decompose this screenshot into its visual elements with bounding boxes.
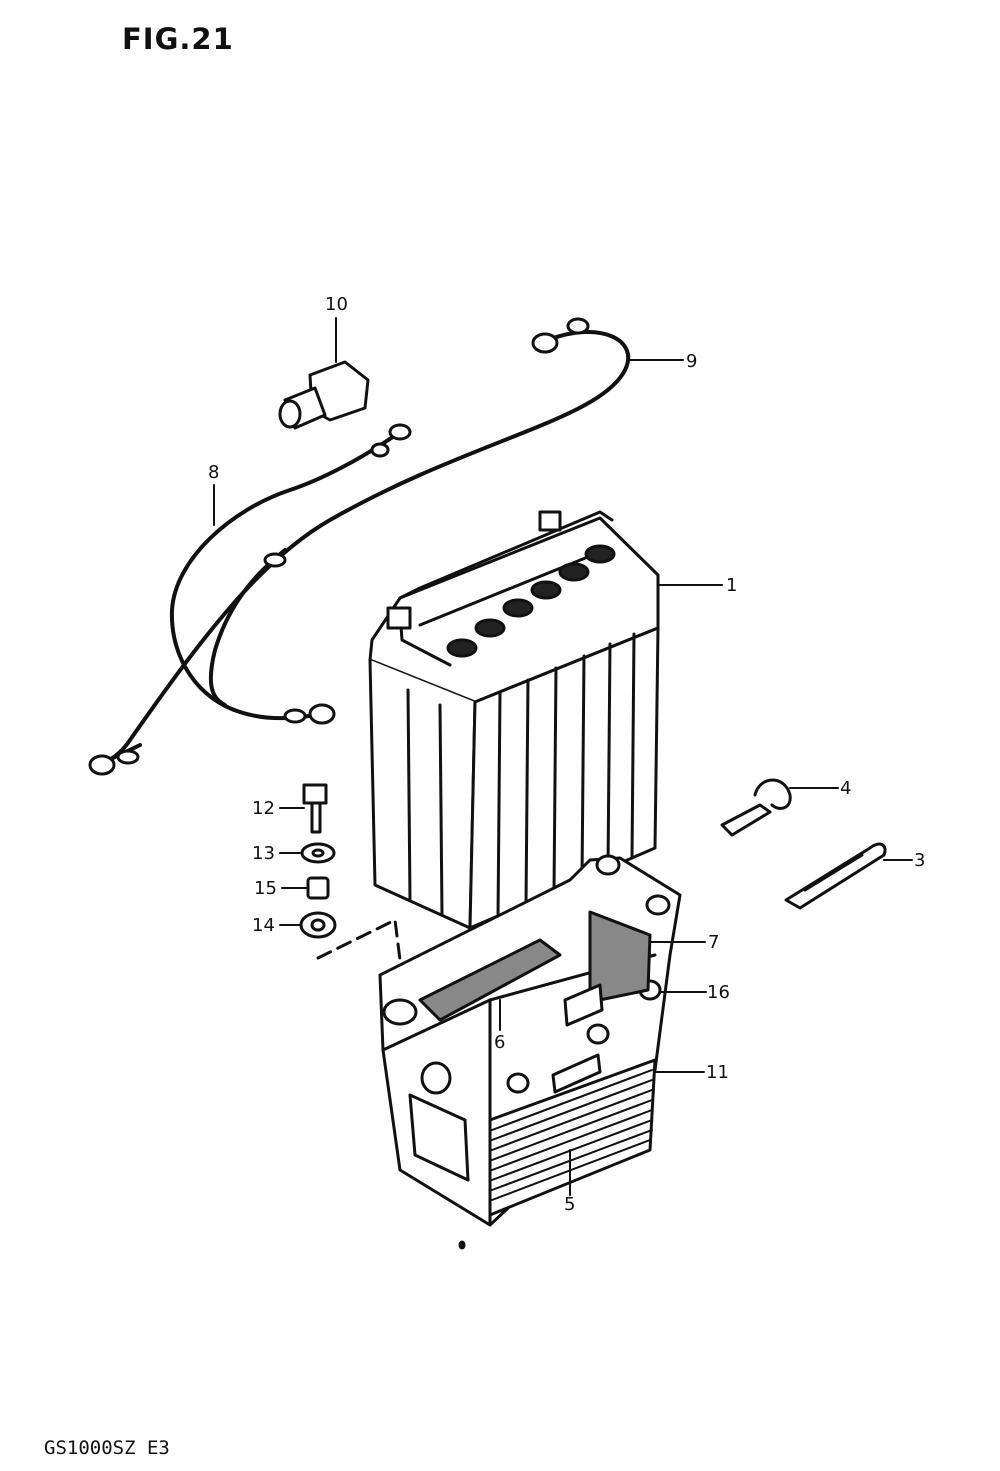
callout-8: 8 [208,462,219,483]
callout-5: 5 [564,1194,575,1215]
clamp-and-strap-drawing [720,778,887,910]
terminal-cover-drawing [278,360,370,430]
leader-lines [213,317,913,1196]
callout-15: 15 [254,878,277,899]
callout-14: 14 [252,915,275,936]
callout-16: 16 [707,982,730,1003]
callout-7: 7 [708,932,719,953]
callout-1: 1 [726,575,737,596]
lead-wires-drawing [88,317,631,776]
callout-11: 11 [706,1062,729,1083]
callout-10: 10 [325,294,348,315]
callout-12: 12 [252,798,275,819]
callout-9: 9 [686,351,697,372]
callout-13: 13 [252,843,275,864]
model-code: GS1000SZ E3 [44,1437,170,1459]
callout-4: 4 [840,778,851,799]
battery-holder-drawing [378,854,682,1250]
callout-3: 3 [914,850,925,871]
callout-6: 6 [494,1032,505,1053]
figure-title: FIG.21 [122,22,234,56]
battery-drawing [368,510,660,930]
